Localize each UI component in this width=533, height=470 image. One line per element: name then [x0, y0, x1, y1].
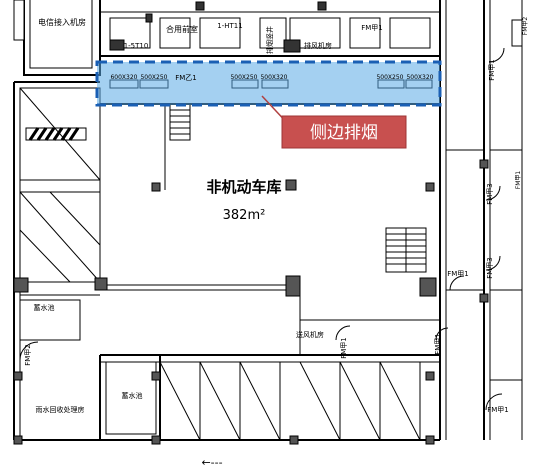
top-band-rooms	[13, 0, 523, 53]
garage-area: 382m²	[223, 208, 266, 223]
duct-size-5: 500X250	[376, 74, 403, 81]
parking-stalls	[19, 294, 421, 441]
direction-arrow: ←---	[201, 456, 222, 469]
lift-label-1: 1-5T10	[124, 42, 149, 50]
room-label-front-room: 合用前室	[166, 24, 198, 34]
duct-size-2: 500X250	[140, 74, 167, 81]
pool-label-left: 蓄水池	[34, 303, 55, 312]
shaft-label: 排烟竖井	[265, 26, 274, 54]
hatched-panels	[19, 87, 101, 283]
door-label-right-edge: FM甲2	[522, 17, 529, 36]
garage-name: 非机动车库	[206, 178, 281, 196]
door-label-r2: FM甲3	[486, 183, 494, 205]
duct-size-1: 600X320	[110, 74, 137, 81]
lift-label-2: 1-HT11	[217, 22, 242, 30]
door-label-r4: FM甲1	[515, 171, 522, 190]
structural-columns	[13, 159, 489, 445]
duct-size-6: 500X320	[406, 74, 433, 81]
door-label-r3: FM甲3	[486, 257, 494, 279]
highlight-smoke-exhaust-zone	[95, 60, 442, 107]
room-label-telecom: 电信接入机房	[38, 17, 86, 27]
callout-box	[281, 115, 407, 149]
pool-label-right: 蓄水池	[122, 391, 143, 400]
door-label-bottom-right: FM甲1	[487, 406, 509, 414]
door-swings	[19, 47, 505, 411]
door-label-mid-right: FM甲1	[434, 333, 442, 355]
door-label-top-right: FM甲1	[488, 59, 496, 81]
duct-size-3: 500X250	[230, 74, 257, 81]
diagonal-stripes	[28, 127, 80, 141]
callout-text: 侧边排烟	[310, 123, 378, 143]
stairs	[169, 103, 427, 273]
door-label-mid-left: FM甲1	[340, 337, 348, 359]
door-label-top2: FM甲1	[361, 24, 383, 32]
door-label-top1: FM乙1	[175, 74, 197, 82]
room-label-exhaust-fan: 排风机房	[304, 41, 332, 50]
duct-size-4: 500X320	[260, 74, 287, 81]
pump-room-label: 雨水回收处理房	[36, 405, 85, 414]
supply-room-label: 送风机房	[296, 330, 324, 339]
door-label-r1: FM甲1	[447, 270, 469, 278]
door-label-left: FM甲2	[24, 344, 32, 366]
